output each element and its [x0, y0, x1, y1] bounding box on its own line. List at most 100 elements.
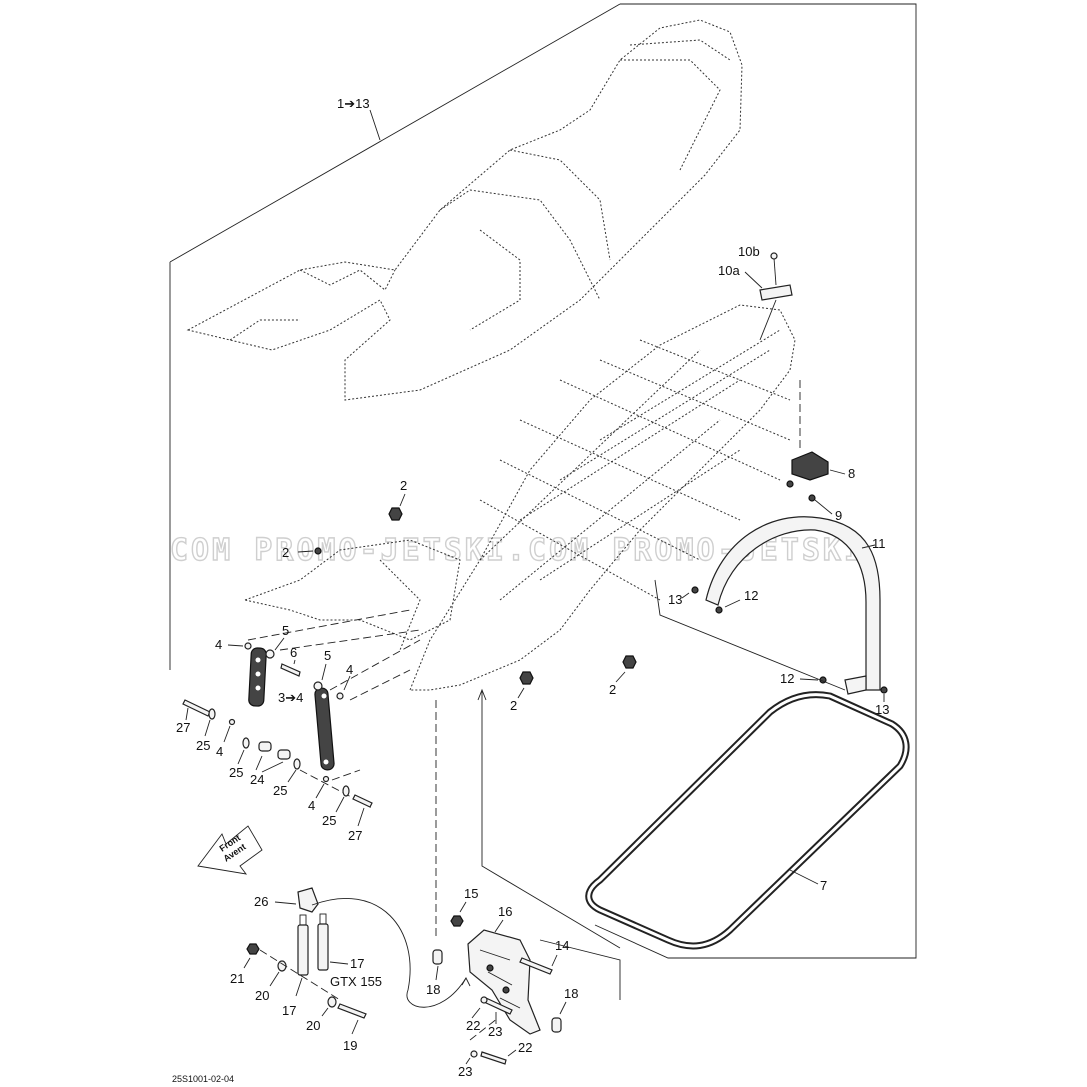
callout-10b: 10b: [738, 244, 760, 259]
washer-4b: [336, 692, 344, 700]
arrow-line: [481, 690, 621, 949]
leader-23b: [465, 1057, 471, 1065]
leader-21: [243, 957, 251, 969]
reference-code: 25S1001-02-04: [172, 1074, 234, 1084]
leader-20a: [269, 971, 280, 987]
leader-19: [351, 1019, 359, 1035]
arrow-head: [477, 688, 487, 701]
callout-12b: 12: [780, 671, 794, 686]
leader-2d: [517, 687, 525, 699]
callout-25c: 25: [273, 783, 287, 798]
washer-23a: [480, 996, 488, 1004]
leader-5a: [274, 637, 285, 651]
leader-4a: [227, 644, 244, 647]
leader-2a: [399, 493, 406, 507]
callout-27a: 27: [176, 720, 190, 735]
bolt-14: [519, 957, 553, 975]
washer-25d: [342, 785, 350, 797]
leader-16: [494, 919, 504, 933]
leader-25a: [204, 719, 211, 737]
washer-25c: [293, 758, 301, 770]
strap-11: [705, 516, 881, 695]
washer-4d: [322, 775, 330, 783]
callout-25b: 25: [229, 765, 243, 780]
spacer-24a: [258, 741, 272, 752]
leader-2b: [297, 550, 314, 553]
leader-17b: [295, 977, 303, 997]
callout-2c: 2: [609, 682, 616, 697]
leader-13a: [681, 592, 690, 599]
bolt-6: [280, 663, 301, 677]
callout-23a: 23: [488, 1024, 502, 1039]
leader-8: [829, 469, 846, 475]
screw-12a: [715, 606, 723, 614]
leader-12b: [799, 678, 819, 681]
bracket-guide: [539, 939, 621, 1000]
leader-20b: [321, 1007, 329, 1017]
callout-22b: 22: [518, 1040, 532, 1055]
bracket-16: [467, 929, 541, 1035]
leader-11: [861, 544, 876, 549]
callout-4a: 4: [215, 637, 222, 652]
seal-7: [585, 691, 910, 950]
callout-12a: 12: [744, 588, 758, 603]
callout-21: 21: [230, 971, 244, 986]
washer-23b: [470, 1050, 478, 1058]
leader-9: [814, 499, 833, 515]
callout-27b: 27: [348, 828, 362, 843]
hinge-links: [247, 609, 421, 771]
nut-2b: [314, 547, 322, 555]
leader-27a: [185, 707, 189, 721]
leader-25c: [287, 769, 297, 783]
nut-2d: [519, 671, 534, 685]
leader-14: [551, 954, 558, 967]
leader-10a: [744, 271, 763, 289]
leader-7: [789, 869, 819, 885]
nut-2a: [388, 507, 403, 521]
callout-4c: 4: [216, 744, 223, 759]
callout-20b: 20: [306, 1018, 320, 1033]
callout-17a: 17: [350, 956, 364, 971]
callout-10a: 10a: [718, 263, 740, 278]
bolt-27a: [182, 699, 211, 717]
washer-13a: [691, 586, 699, 594]
leader-12a: [724, 599, 741, 608]
leader-22b: [507, 1049, 517, 1057]
callout-13a: 13: [668, 592, 682, 607]
leader-4c: [223, 725, 231, 743]
leader-26: [274, 901, 297, 905]
callout-17b: 17: [282, 1003, 296, 1018]
leader-4d: [315, 783, 325, 799]
leader-25d: [335, 796, 345, 813]
washer-4a: [244, 642, 252, 650]
callout-4d: 4: [308, 798, 315, 813]
group-outline: [169, 3, 917, 959]
washer-25b: [242, 737, 250, 749]
dash-lower: [469, 1017, 499, 1041]
leader-27b: [357, 807, 365, 827]
bolt-22b: [480, 1051, 507, 1065]
callout-19: 19: [343, 1038, 357, 1053]
label-gtx-155: GTX 155: [330, 974, 382, 989]
spacer-24b: [277, 749, 291, 760]
washer-13b: [880, 686, 888, 694]
leader-5b: [321, 663, 327, 681]
callout-26: 26: [254, 894, 268, 909]
callout-25a: 25: [196, 738, 210, 753]
latch-10: [759, 252, 793, 341]
leader-1-13: [369, 109, 381, 141]
callout-2d: 2: [510, 698, 517, 713]
leader-4b: [343, 675, 351, 691]
callout-23b: 23: [458, 1064, 472, 1079]
bushing-5b: [313, 681, 323, 691]
bolt-27b: [352, 794, 373, 808]
leader-22a: [471, 1007, 481, 1019]
callout-22a: 22: [466, 1018, 480, 1033]
leader-2c: [615, 671, 626, 683]
strap-guide-line: [654, 579, 846, 691]
callout-3-4: 3➔4: [278, 690, 303, 705]
bushing-18a: [432, 949, 443, 965]
callout-25d: 25: [322, 813, 336, 828]
callout-11: 11: [872, 536, 886, 551]
